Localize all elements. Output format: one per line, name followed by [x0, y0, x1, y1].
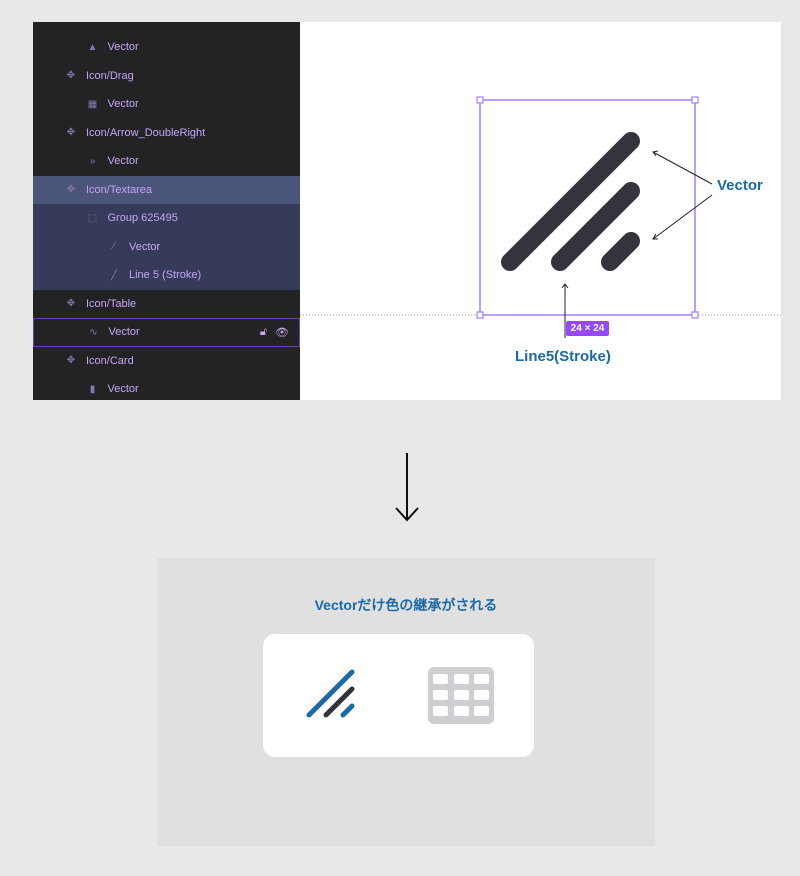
layer-row[interactable]: ✥ Icon/Arrow_DoubleRight: [33, 119, 300, 148]
layer-label: Group 625495: [107, 212, 178, 225]
layer-row[interactable]: ✥ Icon/Textarea: [33, 175, 300, 204]
resize-handle: [691, 96, 699, 104]
layer-label: Icon/Card: [86, 354, 134, 367]
group-icon: ⬚: [87, 212, 98, 224]
vector-lines-icon: ⁄: [113, 241, 115, 253]
annotation-vector: Vector: [717, 177, 763, 194]
layers-panel: ▲ Vector ✥ Icon/Drag ▦ Vector ✥ Icon/Arrow_Doub…: [33, 22, 300, 400]
layer-row[interactable]: ∿ Vector 🔓︎ 👁︎: [33, 318, 300, 347]
annotation-arrows: [561, 150, 713, 338]
layer-label: Vector: [107, 155, 139, 168]
result-title: Vectorだけ色の継承がされる: [314, 597, 498, 613]
eye-icon[interactable]: 👁︎: [275, 326, 289, 339]
card-icon: ▮: [89, 383, 96, 395]
layer-label: Icon/Arrow_DoubleRight: [86, 126, 206, 139]
table-icon: [428, 667, 494, 724]
resize-handle: [476, 311, 484, 319]
resize-handle: [691, 311, 699, 319]
line-icon: ╱: [110, 269, 118, 281]
layer-label: Line 5 (Stroke): [129, 269, 202, 282]
textarea-icon-colored: [306, 669, 355, 718]
component-icon: ✥: [66, 70, 76, 82]
layer-label: Vector: [107, 383, 139, 396]
layer-label: Vector: [108, 326, 140, 339]
canvas-drawing: [300, 96, 781, 338]
layer-label: Vector: [129, 240, 161, 253]
size-badge: 24 × 24: [570, 323, 605, 334]
vector-triangle-icon: ▲: [87, 41, 98, 53]
component-icon: ✥: [66, 127, 76, 139]
unlock-icon[interactable]: 🔓︎: [259, 325, 268, 338]
down-arrow-icon: [395, 453, 419, 522]
size-badge-bg: [566, 321, 609, 336]
layer-row[interactable]: ▦ Vector: [33, 90, 300, 119]
layer-row[interactable]: ⁄ Vector: [33, 232, 300, 261]
selection-frame[interactable]: [479, 99, 696, 316]
result-panel: Vectorだけ色の継承がされる: [157, 558, 655, 846]
layer-label: Icon/Drag: [86, 69, 134, 82]
layer-row[interactable]: ⬚ Group 625495: [33, 204, 300, 233]
annotation-line: Line5(Stroke): [515, 348, 611, 365]
component-icon: ✥: [66, 298, 76, 310]
icon-card: [263, 634, 534, 757]
layer-row[interactable]: ▲ Vector: [33, 33, 300, 62]
layer-row[interactable]: ✥ Icon/Drag: [33, 62, 300, 91]
layer-label: Vector: [107, 98, 139, 111]
vector-path-icon: ∿: [89, 326, 98, 338]
component-icon: ✥: [66, 184, 76, 196]
layer-label: Vector: [107, 41, 139, 54]
component-icon: ✥: [66, 355, 76, 367]
layer-row[interactable]: ▮ Vector: [33, 375, 300, 400]
resize-handle: [476, 96, 484, 104]
layer-label: Icon/Table: [86, 297, 137, 310]
layer-row[interactable]: ✥ Icon/Card: [33, 347, 300, 376]
textarea-icon: [501, 132, 640, 271]
layer-row[interactable]: ╱ Line 5 (Stroke): [33, 261, 300, 290]
double-chevron-icon: »: [89, 155, 96, 167]
grid-icon: ▦: [87, 98, 98, 110]
layer-row[interactable]: » Vector: [33, 147, 300, 176]
design-canvas: 24 × 24 Vector Line5(Stroke): [300, 22, 781, 400]
layer-row[interactable]: ✥ Icon/Table: [33, 290, 300, 319]
layer-label: Icon/Textarea: [86, 183, 153, 196]
